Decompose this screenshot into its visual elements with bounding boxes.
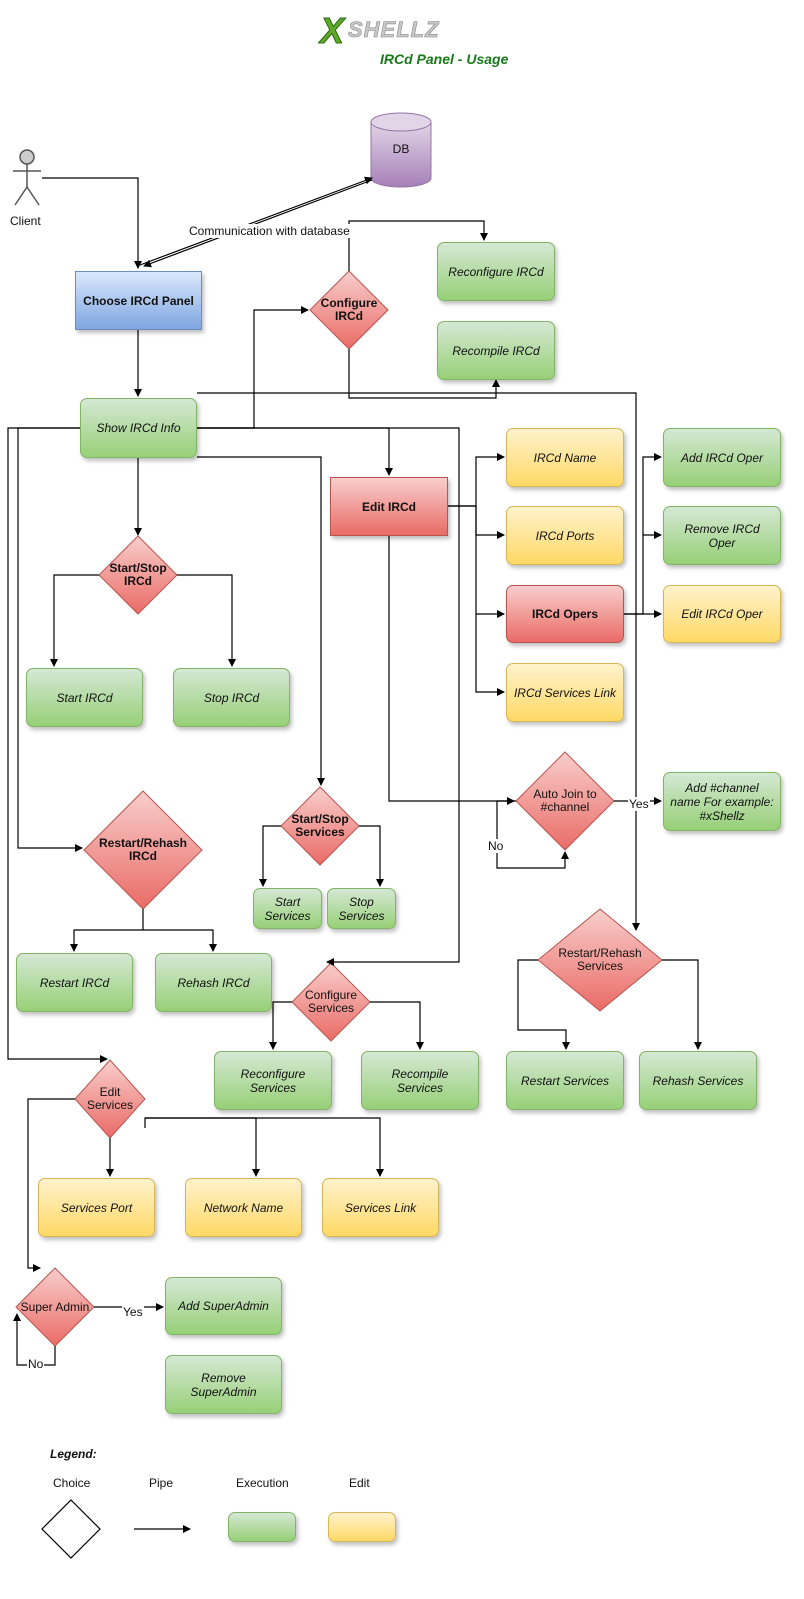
legend-title: Legend:	[50, 1447, 97, 1461]
remove-ircd-oper-box[interactable]: Remove IRCd Oper	[663, 506, 781, 565]
configure-ircd-label[interactable]: Configure IRCd	[320, 296, 378, 323]
edge-label-no-super: No	[27, 1357, 45, 1371]
stop-services-box[interactable]: Stop Services	[327, 888, 396, 929]
configure-services-label[interactable]: Configure Services	[304, 988, 358, 1015]
restart-services-box[interactable]: Restart Services	[506, 1051, 624, 1110]
edge-label-no-channel: No	[487, 839, 505, 853]
services-link-box[interactable]: Services Link	[322, 1178, 439, 1237]
show-ircd-info-box[interactable]: Show IRCd Info	[80, 398, 197, 458]
legend-execution-label: Execution	[236, 1476, 289, 1490]
reconfigure-services-box[interactable]: Reconfigure Services	[214, 1051, 332, 1110]
recompile-ircd-box[interactable]: Recompile IRCd	[437, 321, 555, 380]
start-services-box[interactable]: Start Services	[253, 888, 322, 929]
remove-superadmin-box[interactable]: Remove SuperAdmin	[165, 1355, 282, 1414]
start-ircd-box[interactable]: Start IRCd	[26, 668, 143, 727]
edit-ircd-oper-box[interactable]: Edit IRCd Oper	[663, 585, 781, 643]
edit-ircd-box[interactable]: Edit IRCd	[330, 477, 448, 536]
edit-services-label[interactable]: Edit Services	[86, 1085, 133, 1112]
add-superadmin-box[interactable]: Add SuperAdmin	[165, 1277, 282, 1335]
svg-text:X: X	[318, 10, 346, 50]
client-actor-icon	[13, 149, 41, 206]
configure-services-diamond	[291, 962, 371, 1042]
client-label: Client	[10, 214, 41, 228]
start-stop-ircd-diamond	[98, 535, 178, 615]
restart-rehash-services-diamond	[537, 908, 663, 1012]
restart-ircd-box[interactable]: Restart IRCd	[16, 953, 133, 1012]
edge-label-communication: Communication with database	[188, 224, 351, 238]
legend-edit-label: Edit	[349, 1476, 370, 1490]
legend-pipe-label: Pipe	[149, 1476, 174, 1490]
ircd-opers-box[interactable]: IRCd Opers	[506, 585, 624, 643]
auto-join-diamond	[515, 751, 615, 851]
reconfigure-ircd-box[interactable]: Reconfigure IRCd	[437, 242, 555, 301]
restart-rehash-services-label[interactable]: Restart/Rehash Services	[558, 946, 642, 973]
add-channel-box[interactable]: Add #channel name For example: #xShellz	[663, 772, 781, 831]
database-cylinder-icon	[370, 112, 432, 188]
restart-rehash-ircd-label[interactable]: Restart/Rehash IRCd	[98, 836, 188, 863]
choose-ircd-panel-box[interactable]: Choose IRCd Panel	[75, 271, 202, 330]
edge-label-yes-channel: Yes	[628, 797, 650, 811]
legend-choice-diamond	[41, 1499, 101, 1559]
legend-execution-swatch	[228, 1512, 296, 1542]
xshellz-logo: X SHELLZ	[318, 10, 458, 52]
stop-ircd-box[interactable]: Stop IRCd	[173, 668, 290, 727]
start-stop-ircd-label[interactable]: Start/Stop IRCd	[109, 561, 167, 588]
edge-label-yes-super: Yes	[122, 1305, 144, 1319]
db-label: DB	[392, 141, 410, 156]
legend-choice-label: Choice	[53, 1476, 91, 1490]
services-port-box[interactable]: Services Port	[38, 1178, 155, 1237]
rehash-ircd-box[interactable]: Rehash IRCd	[155, 953, 272, 1012]
ircd-ports-box[interactable]: IRCd Ports	[506, 506, 624, 565]
start-stop-services-diamond	[280, 786, 360, 866]
recompile-services-box[interactable]: Recompile Services	[361, 1051, 479, 1110]
connectors	[7, 176, 702, 1366]
legend-edit-swatch	[328, 1512, 396, 1542]
ircd-name-box[interactable]: IRCd Name	[506, 428, 624, 487]
super-admin-label[interactable]: Super Admin	[20, 1299, 90, 1314]
network-name-box[interactable]: Network Name	[185, 1178, 302, 1237]
ircd-services-link-box[interactable]: IRCd Services Link	[506, 663, 624, 722]
rehash-services-box[interactable]: Rehash Services	[639, 1051, 757, 1110]
start-stop-services-label[interactable]: Start/Stop Services	[291, 812, 349, 839]
page-subtitle: IRCd Panel - Usage	[380, 51, 509, 67]
add-ircd-oper-box[interactable]: Add IRCd Oper	[663, 428, 781, 487]
auto-join-label[interactable]: Auto Join to #channel	[533, 787, 597, 814]
svg-text:SHELLZ: SHELLZ	[348, 17, 440, 42]
